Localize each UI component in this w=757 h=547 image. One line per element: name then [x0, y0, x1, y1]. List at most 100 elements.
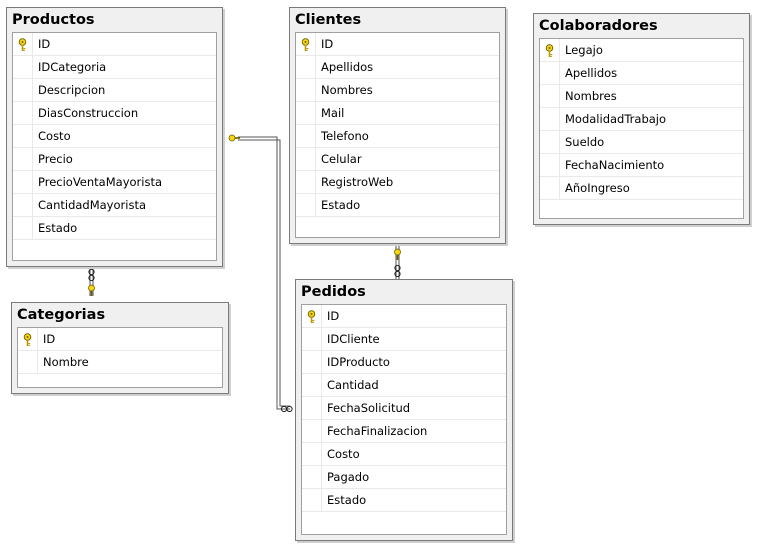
column-row[interactable]: PrecioVentaMayorista	[13, 171, 216, 194]
row-selector	[540, 62, 560, 84]
row-selector	[13, 148, 33, 170]
column-row[interactable]: FechaSolicitud	[302, 397, 506, 420]
column-row[interactable]: Apellidos	[296, 56, 499, 79]
column-row[interactable]: Apellidos	[540, 62, 743, 85]
primary-key-icon	[544, 43, 555, 57]
column-name: DiasConstruccion	[38, 106, 139, 120]
column-row[interactable]: ModalidadTrabajo	[540, 108, 743, 131]
row-selector	[296, 171, 316, 193]
column-name: Apellidos	[321, 60, 374, 74]
column-row[interactable]: Precio	[13, 148, 216, 171]
column-row[interactable]: Nombre	[18, 351, 222, 374]
column-row[interactable]: Costo	[13, 125, 216, 148]
column-name: Estado	[321, 198, 361, 212]
column-row[interactable]: DiasConstruccion	[13, 102, 216, 125]
column-name: Nombres	[321, 83, 373, 97]
column-row[interactable]: ID	[18, 328, 222, 351]
column-row[interactable]: Estado	[13, 217, 216, 240]
column-name: FechaSolicitud	[327, 401, 411, 415]
relationship-clientes-pedidos[interactable]	[394, 244, 401, 279]
infinity-icon	[88, 268, 95, 282]
column-row[interactable]: Descripcion	[13, 79, 216, 102]
column-name: Nombres	[565, 89, 617, 103]
column-row[interactable]: Sueldo	[540, 131, 743, 154]
column-row[interactable]: Legajo	[540, 39, 743, 62]
row-selector	[13, 171, 33, 193]
column-row[interactable]: FechaFinalizacion	[302, 420, 506, 443]
column-name: Estado	[38, 221, 78, 235]
column-name: RegistroWeb	[321, 175, 394, 189]
row-selector	[18, 351, 38, 373]
row-selector	[13, 217, 33, 239]
column-name: Cantidad	[327, 378, 379, 392]
relationship-productos-pedidos[interactable]	[228, 134, 293, 413]
row-selector	[302, 466, 322, 488]
row-selector	[296, 79, 316, 101]
row-selector	[302, 374, 322, 396]
row-selector	[13, 125, 33, 147]
column-row[interactable]: ID	[302, 305, 506, 328]
column-name: FechaFinalizacion	[327, 424, 428, 438]
table-title: Colaboradores	[539, 18, 658, 34]
column-name: Descripcion	[38, 83, 106, 97]
row-selector	[302, 489, 322, 511]
column-name: Celular	[321, 152, 362, 166]
column-row[interactable]: AñoIngreso	[540, 177, 743, 200]
column-row[interactable]: Celular	[296, 148, 499, 171]
column-name: IDCliente	[327, 332, 380, 346]
key-icon	[394, 248, 401, 260]
row-selector	[296, 56, 316, 78]
primary-key-icon	[17, 37, 28, 51]
row-selector	[296, 148, 316, 170]
column-row[interactable]: Pagado	[302, 466, 506, 489]
column-row[interactable]: RegistroWeb	[296, 171, 499, 194]
column-row[interactable]: ID	[13, 33, 216, 56]
column-row[interactable]: Costo	[302, 443, 506, 466]
row-selector	[540, 39, 560, 61]
column-row[interactable]: IDCliente	[302, 328, 506, 351]
column-row[interactable]: Mail	[296, 102, 499, 125]
row-selector	[296, 102, 316, 124]
row-selector	[540, 131, 560, 153]
column-name: PrecioVentaMayorista	[38, 175, 163, 189]
row-selector	[13, 33, 33, 55]
row-selector	[296, 194, 316, 216]
column-name: Estado	[327, 493, 367, 507]
table-title: Categorias	[17, 307, 106, 323]
column-row[interactable]: Telefono	[296, 125, 499, 148]
infinity-icon	[394, 264, 401, 278]
infinity-icon	[280, 405, 293, 413]
column-row[interactable]: ID	[296, 33, 499, 56]
row-selector	[296, 125, 316, 147]
column-row[interactable]: CantidadMayorista	[13, 194, 216, 217]
column-row[interactable]: Nombres	[296, 79, 499, 102]
primary-key-icon	[306, 309, 317, 323]
column-row[interactable]: IDProducto	[302, 351, 506, 374]
column-name: ID	[321, 37, 334, 51]
column-row[interactable]: Estado	[302, 489, 506, 512]
row-selector	[540, 177, 560, 199]
row-selector	[302, 305, 322, 327]
relationship-categorias-productos[interactable]	[88, 268, 95, 296]
key-icon	[88, 284, 95, 296]
column-name: Pagado	[327, 470, 370, 484]
primary-key-icon	[300, 37, 311, 51]
row-selector	[302, 420, 322, 442]
column-row[interactable]: Nombres	[540, 85, 743, 108]
column-name: IDCategoria	[38, 60, 107, 74]
column-name: ID	[327, 309, 340, 323]
column-row[interactable]: IDCategoria	[13, 56, 216, 79]
column-row[interactable]: Estado	[296, 194, 499, 217]
column-row[interactable]: FechaNacimiento	[540, 154, 743, 177]
column-row[interactable]: Cantidad	[302, 374, 506, 397]
column-name: AñoIngreso	[565, 181, 630, 195]
column-name: IDProducto	[327, 355, 390, 369]
